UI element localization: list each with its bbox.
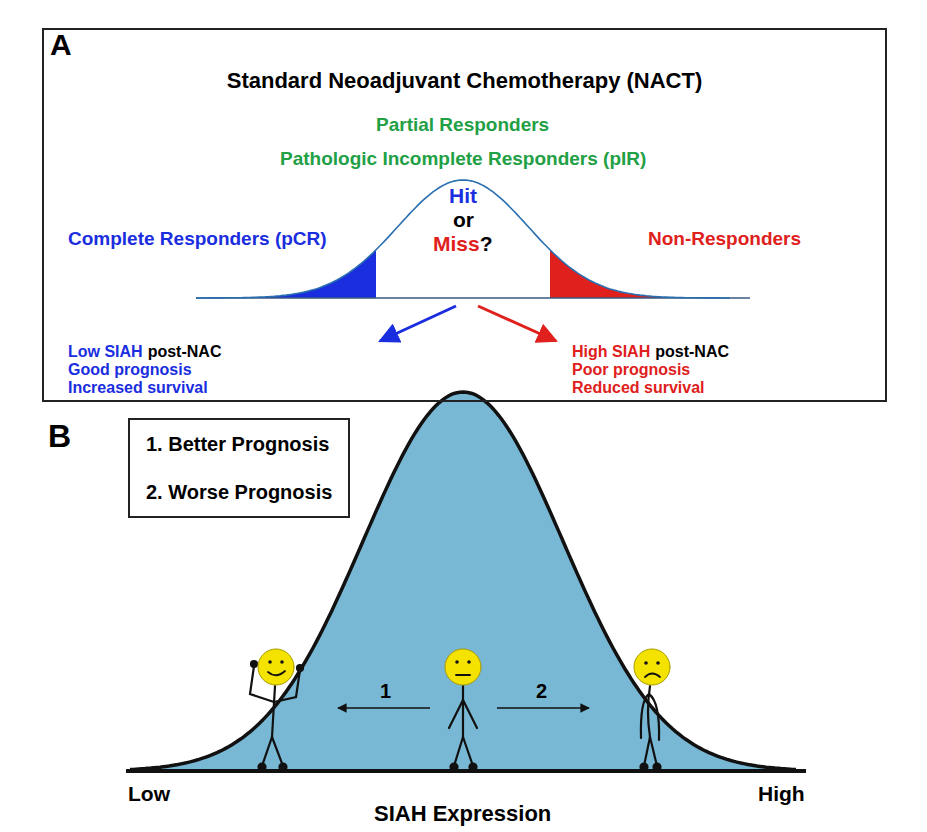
callout-number-row: 2 — [536, 680, 547, 703]
legend-entry: 2. Worse Prognosis — [146, 480, 332, 504]
outcome-note: Reduced survival — [572, 379, 705, 397]
hit-label: Hit — [449, 184, 477, 208]
outcome-note-row: High SIAH post-NAC — [572, 343, 729, 361]
axis-title: SIAH Expression — [374, 801, 551, 826]
axis-title-row: SIAH Expression — [374, 801, 551, 826]
neutral-figure — [445, 649, 481, 771]
outcome-note-row: Increased survival — [68, 379, 208, 397]
outcome-note-row: Low SIAH post-NAC — [68, 343, 221, 361]
outcome-note: post-NAC — [655, 343, 729, 361]
miss-label-row: Miss? — [433, 232, 493, 256]
outcome-note: High SIAH — [572, 343, 650, 361]
callout-number-row: 1 — [380, 680, 391, 703]
group-label: Partial Responders — [376, 114, 549, 136]
or-label-row: or — [453, 208, 474, 232]
axis-label: Low — [128, 782, 170, 806]
hit-label-row: Hit — [449, 184, 477, 208]
axis-label-row: Low — [128, 782, 170, 806]
outcome-note: post-NAC — [148, 343, 222, 361]
outcome-note: Poor prognosis — [572, 361, 690, 379]
arrow-better — [338, 707, 430, 709]
panel-letter: B — [48, 418, 71, 455]
legend-entry: 1. Better Prognosis — [146, 432, 332, 456]
miss-label: Miss — [433, 232, 480, 256]
good-arrow — [380, 306, 456, 341]
group-label: Complete Responders (pCR) — [68, 228, 327, 250]
non-responder-tail — [550, 250, 730, 298]
or-label: or — [453, 208, 474, 232]
group-label: Pathologic Incomplete Responders (pIR) — [280, 148, 646, 170]
outcome-note-row: Poor prognosis — [572, 361, 690, 379]
axis-label: High — [758, 782, 805, 806]
group-label-row: Partial Responders — [376, 114, 549, 136]
pcr-tail — [196, 250, 376, 298]
panel-letter-row: B — [48, 418, 71, 455]
outcome-note-row: Reduced survival — [572, 379, 705, 397]
panel-letter-row: A — [50, 28, 72, 63]
group-label-row: Pathologic Incomplete Responders (pIR) — [280, 148, 646, 170]
arrow-worse — [497, 707, 589, 709]
x-axis — [126, 769, 806, 773]
panel-title: Standard Neoadjuvant Chemotherapy (NACT) — [44, 68, 885, 94]
happy-figure — [250, 649, 303, 771]
outcome-note: Good prognosis — [68, 361, 192, 379]
outcome-note: Increased survival — [68, 379, 208, 397]
axis-label-row: High — [758, 782, 805, 806]
distribution-fill — [130, 392, 796, 771]
outcome-note-row: Good prognosis — [68, 361, 192, 379]
group-label-row: Complete Responders (pCR) — [68, 228, 327, 250]
sad-figure — [634, 649, 670, 771]
miss-label: ? — [480, 232, 493, 256]
bell-curve — [130, 392, 796, 770]
callout-number: 2 — [536, 680, 547, 703]
legend-box: 1. Better Prognosis 2. Worse Prognosis — [128, 418, 350, 518]
outcome-note: Low SIAH — [68, 343, 143, 361]
group-label: Non-Responders — [648, 228, 801, 250]
poor-arrow — [478, 306, 556, 341]
panel-letter: A — [50, 28, 72, 63]
callout-number: 1 — [380, 680, 391, 703]
group-label-row: Non-Responders — [648, 228, 801, 250]
